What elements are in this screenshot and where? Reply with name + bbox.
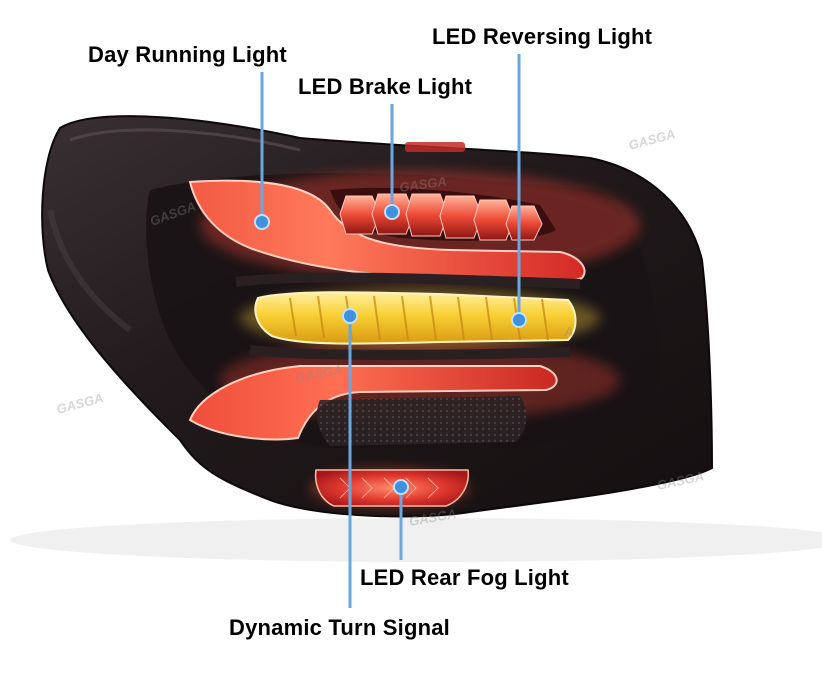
turn-signal-bar [254, 291, 577, 345]
lower-drl-bar [188, 365, 558, 441]
brake-light-cells [330, 187, 556, 241]
callout-lines [260, 54, 521, 608]
label-day-running-light: Day Running Light [88, 42, 287, 67]
label-led-rear-fog-light: LED Rear Fog Light [360, 565, 569, 590]
svg-text:GASGA: GASGA [55, 390, 105, 417]
turn-signal-segments [289, 295, 549, 341]
lower-grille [316, 396, 527, 446]
housing-highlight [69, 128, 301, 152]
callout-dot-brake [384, 204, 400, 220]
fog-light [314, 469, 470, 507]
callout-dots [254, 204, 527, 495]
label-led-brake-light: LED Brake Light [298, 74, 473, 99]
svg-text:GASGA: GASGA [398, 173, 447, 194]
floor-reflection [10, 518, 822, 562]
label-led-reversing-light: LED Reversing Light [432, 24, 653, 49]
upper-drl-bar [188, 179, 586, 284]
callout-dot-drl [254, 214, 270, 230]
callout-dot-fog [393, 479, 409, 495]
label-dynamic-turn-signal: Dynamic Turn Signal [229, 615, 450, 640]
svg-text:A: A [563, 324, 573, 339]
callout-dot-reversing [511, 312, 527, 328]
top-reflector [405, 142, 465, 152]
svg-text:GASGA: GASGA [627, 126, 677, 153]
callout-dot-turn [342, 308, 358, 324]
